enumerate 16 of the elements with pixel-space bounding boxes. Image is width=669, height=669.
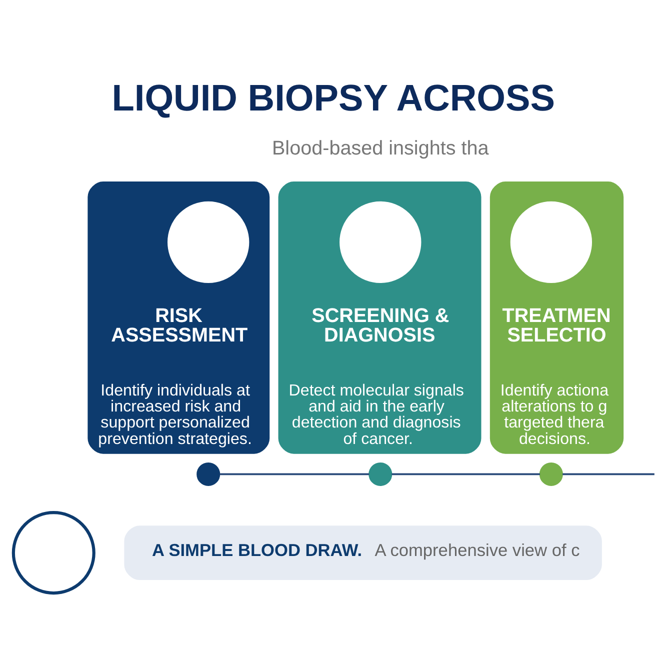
node-circle bbox=[368, 462, 392, 486]
connector bbox=[562, 472, 654, 475]
connector bbox=[220, 472, 370, 475]
label: Blood-based insights tha bbox=[272, 137, 489, 160]
node-circle bbox=[510, 200, 592, 283]
cluster: SCREENING & DIAGNOSIS Detect molecular signals and aid in the early detection and diagnosis of cancer. bbox=[278, 181, 482, 454]
node-circle bbox=[340, 200, 422, 283]
cluster: TREATMEN SELECTIO Identify actiona alterations to g targeted thera decisions. bbox=[490, 181, 624, 454]
node-circle bbox=[12, 510, 96, 594]
node-circle bbox=[168, 200, 250, 283]
connector bbox=[392, 472, 540, 475]
diagram-title: LIQUID BIOPSY ACROSS bbox=[112, 76, 556, 118]
cluster: RISK ASSESSMENT Identify individuals at increased risk and support personalized prevention strategies. bbox=[88, 181, 270, 454]
node-circle bbox=[196, 462, 220, 486]
node-circle bbox=[539, 462, 563, 486]
node-box: A SIMPLE BLOOD DRAW. A comprehensive view of c bbox=[124, 525, 602, 580]
